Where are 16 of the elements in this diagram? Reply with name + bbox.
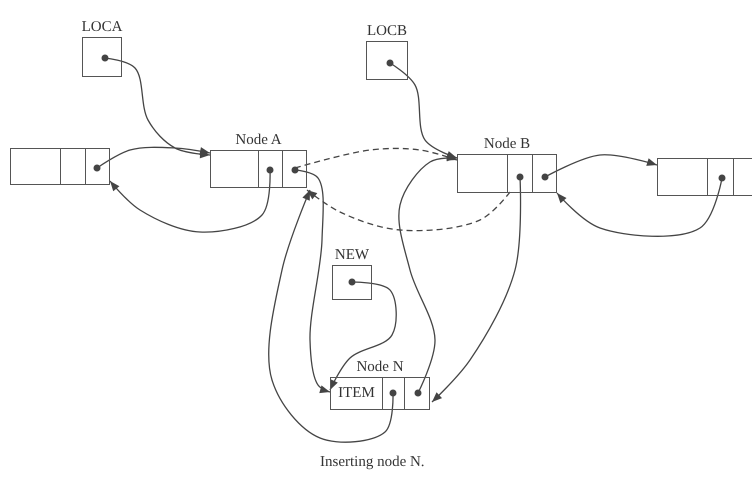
dashed-pointer-arrow [306,189,511,232]
pointer-arrow [268,190,394,443]
node-label: NEW [334,247,370,264]
pointer-arrow [329,281,397,390]
record-box [10,148,110,185]
pointer-arrow [96,146,210,169]
node-label: LOCA [82,19,122,36]
node-label: Node B [484,136,530,153]
node-label: Node A [235,132,282,149]
field-value: ITEM [338,385,375,402]
dashed-pointer-arrow [294,148,458,169]
pointer-arrow [390,62,458,159]
caption: Inserting node N. [320,454,425,471]
node-label: LOCB [367,23,407,40]
record-box [657,158,752,196]
node-label: Node N [356,359,404,376]
